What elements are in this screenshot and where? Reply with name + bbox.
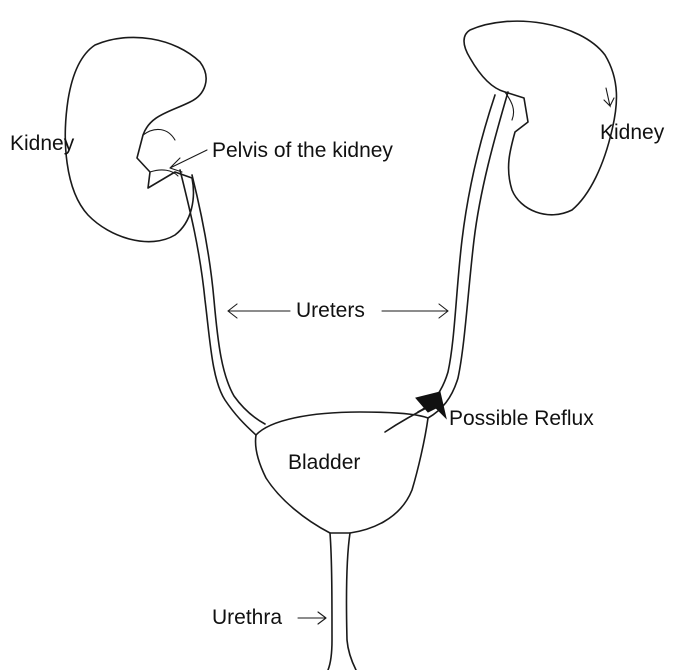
reflux-arrowhead <box>416 392 446 418</box>
urethra-right-wall <box>346 533 356 670</box>
right-kidney-tick <box>604 88 614 106</box>
right-ureter-outer <box>418 95 495 412</box>
ureters-right-arrow <box>382 304 448 318</box>
right-ureter-inner <box>428 92 508 418</box>
label-kidney-right: Kidney <box>600 122 664 143</box>
label-urethra: Urethra <box>212 607 282 628</box>
urethra-left-wall <box>328 533 332 670</box>
label-bladder: Bladder <box>288 452 360 473</box>
left-ureter-inner <box>192 175 265 424</box>
ureters-left-arrow <box>228 304 290 318</box>
urethra-arrow <box>298 612 326 624</box>
label-kidney-left: Kidney <box>10 133 74 154</box>
label-pelvis: Pelvis of the kidney <box>212 140 393 161</box>
right-kidney-outline <box>464 21 616 215</box>
label-ureters: Ureters <box>296 300 365 321</box>
label-reflux: Possible Reflux <box>449 408 594 429</box>
left-kidney-outline <box>65 37 206 241</box>
pelvis-arrow <box>170 150 207 172</box>
